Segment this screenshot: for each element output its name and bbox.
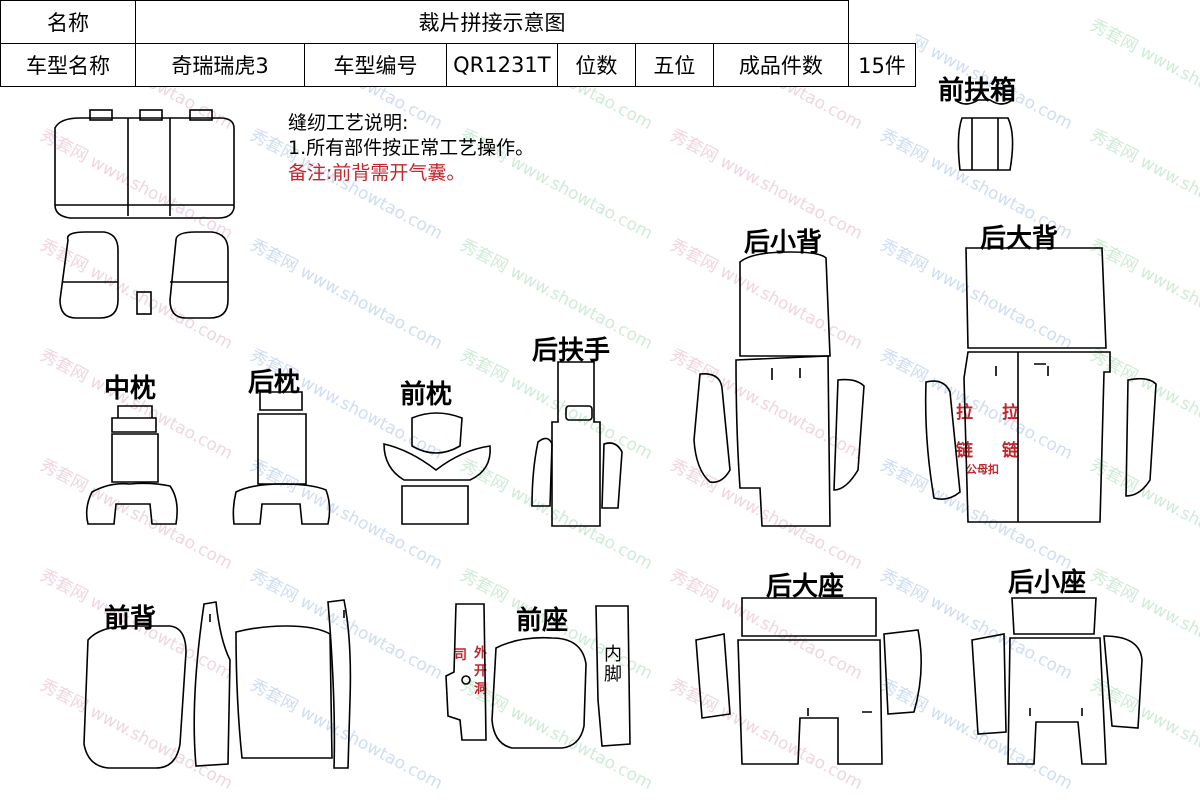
notes-item-1: 1.所有部件按正常工艺操作。 <box>288 137 535 159</box>
seats-label: 位数 <box>556 43 636 87</box>
label-front-back: 前背 <box>104 604 157 634</box>
mark-chain-right: 链 <box>1002 441 1019 461</box>
label-middle-pillow: 中枕 <box>104 374 157 404</box>
header-table: 名称 裁片拼接示意图 车型名称 奇瑞瑞虎3 车型编号 QR1231T 位数 五位… <box>0 0 916 87</box>
car-code: QR1231T <box>445 43 558 87</box>
name-label: 名称 <box>0 0 136 44</box>
mark-open: 开 <box>474 664 488 679</box>
rear-armrest-piece <box>531 361 623 527</box>
mark-driver: 司 <box>454 648 468 663</box>
car-code-label: 车型编号 <box>304 43 447 87</box>
car-name: 奇瑞瑞虎3 <box>134 43 306 87</box>
mark-inner: 内 <box>604 644 622 665</box>
mark-hole: 洞 <box>474 682 488 697</box>
mark-chain-left: 链 <box>956 441 973 461</box>
front-armbox-piece <box>954 99 1014 171</box>
sewing-notes: 缝纫工艺说明: 1.所有部件按正常工艺操作。 备注:前背需开气囊。 <box>288 111 534 186</box>
label-rear-big-back: 后大背 <box>980 224 1059 254</box>
car-name-label: 车型名称 <box>0 43 136 87</box>
label-rear-pillow: 后枕 <box>248 368 301 398</box>
mark-zip-right: 拉 <box>1002 403 1019 423</box>
rear-big-seat-piece <box>695 597 922 765</box>
label-front-pillow: 前枕 <box>400 380 453 410</box>
label-front-seat: 前座 <box>516 606 569 636</box>
mark-buckle: 公母扣 <box>966 463 999 476</box>
seats-value: 五位 <box>634 43 714 87</box>
notes-remark: 备注:前背需开气囊。 <box>288 162 466 184</box>
rear-pillow-piece <box>232 391 331 525</box>
rear-small-seat-piece <box>971 597 1143 765</box>
label-rear-armrest: 后扶手 <box>532 336 611 366</box>
front-seat-piece <box>445 603 631 749</box>
seat-overview-icon <box>54 109 235 319</box>
middle-pillow-piece <box>85 405 178 525</box>
front-pillow-piece <box>383 412 491 525</box>
mark-foot: 脚 <box>604 664 622 685</box>
label-rear-small-seat: 后小座 <box>1008 568 1087 598</box>
rear-small-back-piece <box>693 251 865 527</box>
notes-title: 缝纫工艺说明: <box>288 112 409 134</box>
pieces-value: 15件 <box>848 43 916 87</box>
pieces-label: 成品件数 <box>712 43 850 87</box>
rear-big-back-piece <box>924 247 1157 523</box>
label-rear-big-seat: 后大座 <box>766 572 845 602</box>
mark-outer: 外 <box>474 646 488 661</box>
front-back-piece <box>83 599 352 769</box>
